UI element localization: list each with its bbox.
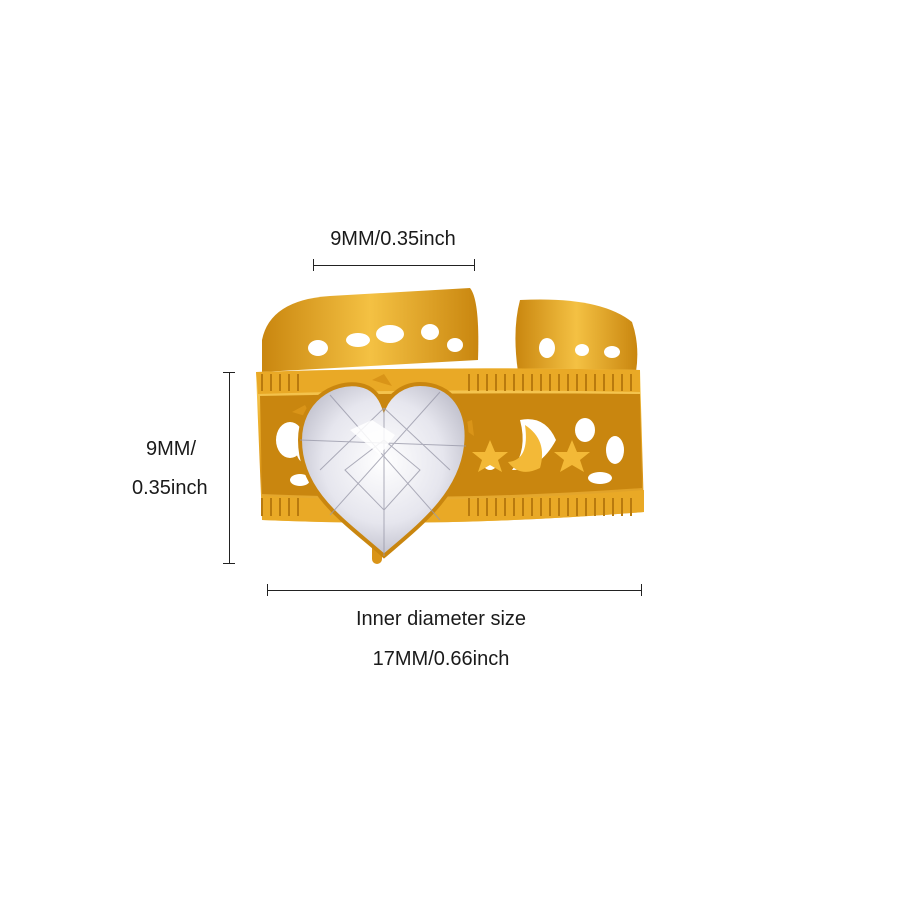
width-dimension-tick-left (313, 259, 314, 271)
heart-gem (297, 381, 469, 559)
ring-ribs (261, 374, 632, 516)
height-dimension-label-line1: 9MM/ (146, 438, 196, 460)
height-dimension-tick-bottom (223, 563, 235, 564)
width-dimension-tick-right (474, 259, 475, 271)
inner-diameter-tick-right (641, 584, 642, 596)
inner-diameter-line (267, 590, 642, 591)
width-dimension-line (313, 265, 475, 266)
inner-diameter-value: 17MM/0.66inch (372, 648, 510, 670)
heart-gem-setting (292, 374, 474, 564)
width-dimension-label: 9MM/0.35inch (330, 228, 456, 250)
height-dimension-label-line2: 0.35inch (132, 477, 208, 499)
inner-diameter-label: Inner diameter size (355, 608, 527, 630)
ring-inner-back (262, 288, 638, 372)
height-dimension-tick-top (223, 372, 235, 373)
inner-diameter-tick-left (267, 584, 268, 596)
height-dimension-line (229, 372, 230, 564)
